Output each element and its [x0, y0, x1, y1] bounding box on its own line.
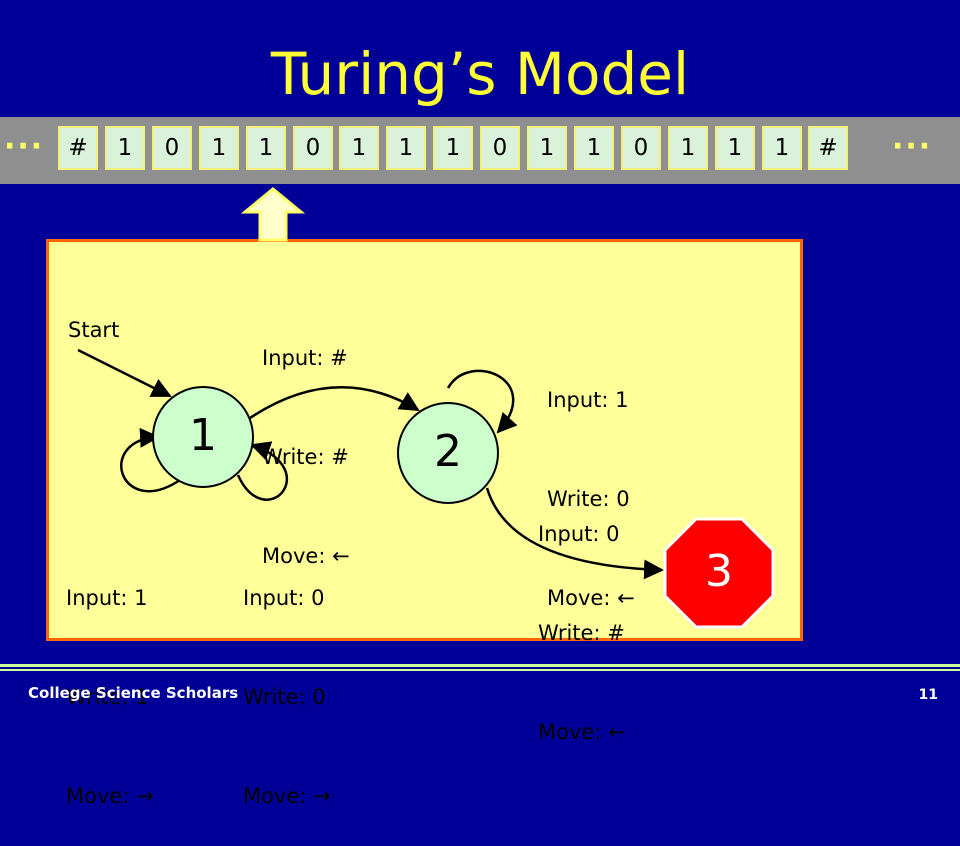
transition-move: Move: ← [547, 586, 635, 610]
page-number: 11 [918, 687, 938, 703]
transition-write: Write: 1 [66, 685, 149, 709]
state-1-circle [152, 386, 254, 488]
transition-input: Input: 1 [66, 586, 148, 610]
tape-cell: 0 [621, 126, 661, 170]
state-2-label: 2 [434, 426, 462, 477]
transition-write: Write: # [262, 445, 349, 469]
footer-divider [0, 664, 960, 667]
tape-cell: 1 [762, 126, 802, 170]
transition-input: Input: 1 [547, 388, 629, 412]
transition-label-1-to-2: Input: # Write: # Move: ← [262, 276, 350, 606]
transition-label-2-loop: Input: 1 Write: 0 Move: ← [547, 318, 635, 648]
tape-cell: 1 [246, 126, 286, 170]
state-diagram [77, 187, 775, 629]
tape-cell: 1 [339, 126, 379, 170]
halt-state-label: 3 [705, 546, 733, 597]
self-loop-1-right [236, 441, 289, 501]
transition-write: Write: # [538, 621, 625, 645]
tape-cell: 1 [574, 126, 614, 170]
self-loop-1-left [120, 427, 181, 493]
tape-cell: 0 [152, 126, 192, 170]
transition-input: Input: 0 [243, 586, 325, 610]
transition-move: Move: → [66, 784, 154, 808]
tape-cell: 1 [433, 126, 473, 170]
transition-1-to-2 [246, 386, 420, 422]
halt-state-octagon [663, 517, 775, 629]
tape-cell: 1 [386, 126, 426, 170]
tape-cell: 1 [668, 126, 708, 170]
transition-2-to-3 [485, 487, 664, 580]
transition-move: Move: ← [538, 720, 626, 744]
transition-write: Write: 0 [243, 685, 326, 709]
transition-move: Move: ← [262, 544, 350, 568]
slide-title: Turing’s Model [270, 40, 690, 108]
tape-cell: 1 [527, 126, 567, 170]
state-2-circle [397, 402, 499, 504]
transition-move: Move: → [243, 784, 331, 808]
footer-org: College Science Scholars [28, 684, 239, 702]
tape-cell: 1 [715, 126, 755, 170]
tape-cell: 1 [199, 126, 239, 170]
start-arrow [77, 348, 172, 398]
self-loop-2 [446, 369, 518, 434]
transition-write: Write: 0 [547, 487, 630, 511]
transition-label-2-to-3: Input: 0 Write: # Move: ← [538, 452, 626, 782]
tape-ellipsis-right: ··· [892, 129, 933, 164]
tape-ellipsis-left: ··· [4, 129, 45, 164]
tape-cell: # [58, 126, 98, 170]
tape-cell: 0 [293, 126, 333, 170]
start-label: Start [68, 318, 120, 342]
head-arrow-icon [240, 187, 306, 242]
transition-label-1-loop-left: Input: 1 Write: 1 Move: → [66, 516, 154, 846]
tape-cell: 1 [105, 126, 145, 170]
tape-cell: 0 [480, 126, 520, 170]
transition-input: Input: 0 [538, 522, 620, 546]
transition-label-1-loop-right: Input: 0 Write: 0 Move: → [243, 516, 331, 846]
state-1-label: 1 [189, 410, 217, 461]
footer-divider [0, 669, 960, 671]
transition-input: Input: # [262, 346, 348, 370]
tape-cell: # [808, 126, 848, 170]
